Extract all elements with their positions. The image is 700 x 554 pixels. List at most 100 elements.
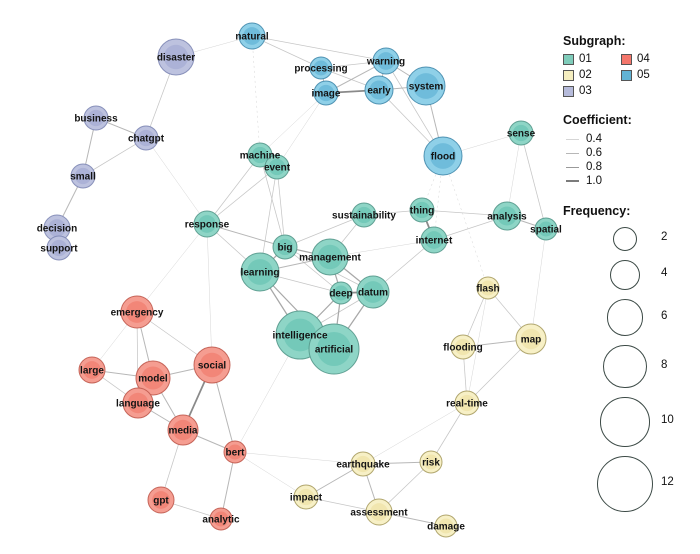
node-label-sustainability: sustainability xyxy=(332,211,396,222)
node-label-earthquake: earthquake xyxy=(336,460,390,471)
frequency-item-12: 12 xyxy=(563,456,700,512)
node-label-natural: natural xyxy=(235,32,269,43)
node-core-media xyxy=(172,419,194,441)
node-label-decision: decision xyxy=(37,224,78,235)
coefficient-line-sample xyxy=(566,180,579,182)
frequency-value: 6 xyxy=(661,309,668,322)
node-label-thing: thing xyxy=(410,206,434,217)
subgraph-item-label: 01 xyxy=(579,53,592,65)
node-core-internet xyxy=(425,231,443,249)
coefficient-item-0.6: 0.6 xyxy=(563,146,700,160)
subgraph-item-label: 02 xyxy=(579,69,592,81)
node-label-datum: datum xyxy=(358,288,388,299)
node-core-assessment xyxy=(370,503,388,521)
edge-flood-flash xyxy=(442,155,489,289)
frequency-legend-items: 2 4 6 8 10 12 xyxy=(563,223,700,521)
frequency-item-6: 6 xyxy=(563,299,700,337)
frequency-value: 2 xyxy=(661,231,668,243)
edge-spatial-map xyxy=(530,228,547,340)
node-core-early xyxy=(369,80,389,100)
node-label-learning: learning xyxy=(241,268,280,279)
node-label-gpt: gpt xyxy=(153,496,169,507)
node-label-response: response xyxy=(185,220,230,231)
node-label-spatial: spatial xyxy=(530,225,562,236)
node-label-machine: machine xyxy=(240,151,281,162)
coefficient-value: 0.8 xyxy=(586,161,602,173)
node-core-response xyxy=(198,215,216,233)
subgraph-item-02: 02 xyxy=(563,69,621,81)
subgraph-swatch-05 xyxy=(621,69,632,81)
edge-big-sustainability xyxy=(284,214,365,248)
node-core-deep xyxy=(333,285,349,301)
node-label-warning: warning xyxy=(366,57,405,68)
node-core-business xyxy=(87,109,105,127)
node-core-flood xyxy=(430,143,456,169)
coefficient-line-sample xyxy=(566,166,579,168)
node-label-chatgpt: chatgpt xyxy=(128,134,165,145)
node-core-analysis xyxy=(497,206,517,226)
edge-natural-warning xyxy=(251,35,387,62)
node-core-learning xyxy=(247,259,273,285)
node-label-system: system xyxy=(409,82,444,93)
node-core-small xyxy=(74,167,92,185)
coefficient-line-sample xyxy=(566,138,579,140)
coefficient-value: 0.4 xyxy=(586,133,602,145)
coefficient-item-1.0: 1.0 xyxy=(563,174,700,188)
coefficient-line-sample xyxy=(566,152,579,154)
edge-response-social xyxy=(206,223,213,366)
node-core-damage xyxy=(438,518,454,534)
node-label-event: event xyxy=(264,163,291,174)
coefficient-value: 1.0 xyxy=(586,175,602,187)
node-label-assessment: assessment xyxy=(350,508,408,519)
node-label-real-time: real-time xyxy=(446,399,488,410)
frequency-value: 10 xyxy=(661,414,674,427)
node-core-artificial xyxy=(317,332,351,366)
edge-bert-impact xyxy=(234,451,307,498)
node-core-spatial xyxy=(538,221,554,237)
node-core-earthquake xyxy=(354,455,372,473)
edge-event-big xyxy=(276,166,286,248)
node-core-flooding xyxy=(454,338,472,356)
edge-response-event xyxy=(206,166,278,225)
node-label-internet: internet xyxy=(416,236,453,247)
frequency-circle xyxy=(613,227,637,251)
edge-image-machine xyxy=(259,92,327,156)
node-core-support xyxy=(50,239,68,257)
edge-flood-internet xyxy=(433,155,444,241)
frequency-value: 12 xyxy=(661,476,674,488)
node-core-social xyxy=(199,352,225,378)
node-label-language: language xyxy=(116,399,160,410)
subgraph-swatch-02 xyxy=(563,69,574,81)
frequency-circle xyxy=(606,299,644,337)
node-core-decision xyxy=(48,219,66,237)
node-label-risk: risk xyxy=(422,458,440,469)
node-label-business: business xyxy=(74,114,118,125)
frequency-item-4: 4 xyxy=(563,260,700,291)
node-core-flash xyxy=(480,280,496,296)
node-label-deep: deep xyxy=(329,289,352,300)
subgraph-item-label: 04 xyxy=(637,53,650,65)
node-label-bert: bert xyxy=(226,448,246,459)
subgraph-item-01: 01 xyxy=(563,53,621,65)
frequency-value: 4 xyxy=(661,267,668,280)
edge-natural-machine xyxy=(251,35,261,156)
edge-response-big xyxy=(206,223,286,248)
subgraph-swatch-01 xyxy=(563,53,574,65)
edge-response-machine xyxy=(206,154,261,225)
node-label-processing: processing xyxy=(294,64,347,75)
node-label-support: support xyxy=(40,244,78,255)
coefficient-item-0.8: 0.8 xyxy=(563,160,700,174)
node-core-map xyxy=(520,328,542,350)
node-core-management xyxy=(317,244,343,270)
node-core-datum xyxy=(362,281,384,303)
frequency-value: 8 xyxy=(661,358,668,371)
node-core-event xyxy=(268,158,286,176)
node-label-model: model xyxy=(138,374,168,385)
node-core-intelligence xyxy=(283,318,317,352)
node-label-big: big xyxy=(278,243,293,254)
edge-machine-big xyxy=(259,154,286,248)
node-core-warning xyxy=(377,52,395,70)
